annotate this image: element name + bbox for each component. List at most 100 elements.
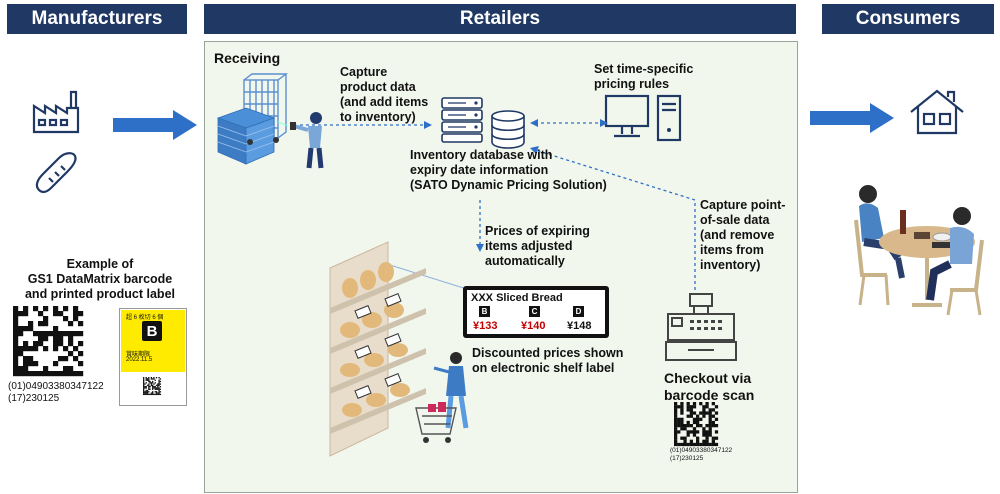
barcode-module bbox=[159, 388, 162, 390]
barcode-module bbox=[711, 408, 715, 412]
barcode-module bbox=[689, 424, 693, 428]
barcode-module bbox=[53, 341, 59, 347]
barcode-module bbox=[154, 391, 156, 393]
barcode-module bbox=[148, 378, 150, 380]
barcode-module bbox=[711, 424, 715, 428]
barcode-module bbox=[18, 326, 24, 332]
barcode-module bbox=[708, 442, 712, 447]
barcode-module bbox=[714, 411, 719, 415]
barcode-module bbox=[73, 346, 79, 352]
barcode-module bbox=[148, 393, 150, 396]
label-grade-box: B bbox=[142, 321, 162, 341]
bread-icon bbox=[35, 152, 77, 194]
barcode-module bbox=[148, 388, 150, 390]
barcode-module bbox=[696, 442, 700, 447]
barcode-module bbox=[686, 433, 690, 437]
barcode-module bbox=[705, 430, 709, 434]
barcode-module bbox=[143, 382, 145, 384]
barcode-module bbox=[705, 436, 709, 440]
barcode-module bbox=[68, 336, 74, 342]
barcode-module bbox=[711, 442, 715, 447]
label-yellow-area bbox=[121, 310, 185, 372]
barcode-module bbox=[692, 420, 697, 425]
barcode-module bbox=[711, 402, 715, 406]
barcode-module bbox=[23, 326, 29, 332]
barcode-module bbox=[157, 392, 159, 394]
barcode-module bbox=[683, 424, 687, 428]
barcode-module bbox=[674, 436, 678, 440]
barcode-module bbox=[705, 402, 709, 406]
barcode-module bbox=[154, 386, 156, 388]
barcode-module bbox=[677, 424, 681, 428]
label-top-text: 超 6 枚切 6 個 bbox=[126, 315, 164, 321]
barcode-module bbox=[148, 391, 150, 393]
barcode-module bbox=[696, 436, 700, 440]
barcode-module bbox=[143, 383, 145, 385]
barcode-module bbox=[159, 391, 162, 393]
barcode-module bbox=[23, 366, 29, 372]
barcode-module bbox=[708, 417, 712, 421]
barcode-module bbox=[158, 382, 160, 384]
barcode-module bbox=[696, 424, 700, 428]
cash-register-icon bbox=[665, 293, 737, 361]
barcode-module bbox=[13, 351, 19, 357]
barcode-module bbox=[152, 378, 154, 380]
barcode-module bbox=[23, 346, 29, 352]
barcode-module bbox=[674, 430, 678, 434]
factory-icon bbox=[32, 90, 80, 134]
barcode-module bbox=[143, 379, 145, 381]
barcode-module bbox=[683, 427, 687, 431]
barcode-module bbox=[705, 424, 709, 428]
barcode-module bbox=[43, 346, 49, 352]
barcode-module bbox=[680, 427, 684, 431]
pricing-rules-label: Set time-specific pricing rules bbox=[594, 62, 694, 91]
barcode-module bbox=[705, 411, 709, 415]
barcode-module bbox=[692, 405, 697, 409]
label-small-barcode bbox=[143, 377, 162, 396]
barcode-module bbox=[148, 377, 150, 379]
prices-adjusted-label: Prices of expiring items adjusted automa… bbox=[485, 224, 590, 268]
barcode-module bbox=[58, 311, 64, 317]
barcode-module bbox=[146, 389, 149, 392]
barcode-module bbox=[78, 371, 84, 377]
barcode-module bbox=[38, 311, 44, 317]
barcode-module bbox=[674, 427, 678, 431]
barcode-module bbox=[144, 383, 146, 385]
receiving-label: Receiving bbox=[214, 50, 281, 66]
barcode-module bbox=[13, 361, 19, 367]
barcode-module bbox=[711, 439, 715, 443]
barcode-module bbox=[692, 427, 697, 431]
barcode-module bbox=[155, 388, 158, 390]
barcode-module bbox=[28, 361, 34, 367]
barcode-module bbox=[53, 346, 59, 352]
barcode-module bbox=[152, 391, 154, 393]
barcode-module bbox=[150, 393, 153, 396]
barcode-module bbox=[158, 380, 160, 383]
barcode-module bbox=[674, 420, 678, 425]
barcode-module bbox=[143, 389, 145, 392]
barcode-module bbox=[13, 311, 19, 317]
barcode-module bbox=[18, 331, 24, 337]
barcode-code-line2: (17)230125 bbox=[8, 393, 60, 404]
barcode-module bbox=[686, 442, 690, 447]
barcode-module bbox=[155, 392, 158, 394]
barcode-module bbox=[43, 371, 49, 377]
barcode-module bbox=[689, 430, 693, 434]
barcode-module bbox=[153, 387, 155, 389]
barcode-module bbox=[154, 388, 156, 390]
barcode-module bbox=[53, 311, 59, 317]
barcode-module bbox=[13, 341, 19, 347]
barcode-module bbox=[73, 356, 79, 362]
barcode-module bbox=[158, 379, 160, 381]
barcode-module bbox=[674, 402, 678, 406]
barcode-module bbox=[154, 393, 156, 396]
barcode-module bbox=[68, 366, 74, 372]
barcode-module bbox=[63, 331, 69, 337]
barcode-module bbox=[157, 387, 159, 389]
barcode-module bbox=[48, 331, 54, 337]
barcode-module bbox=[18, 351, 24, 357]
barcode-module bbox=[33, 341, 39, 347]
barcode-module bbox=[714, 405, 719, 409]
barcode-module bbox=[674, 405, 678, 409]
barcode-module bbox=[699, 411, 703, 415]
